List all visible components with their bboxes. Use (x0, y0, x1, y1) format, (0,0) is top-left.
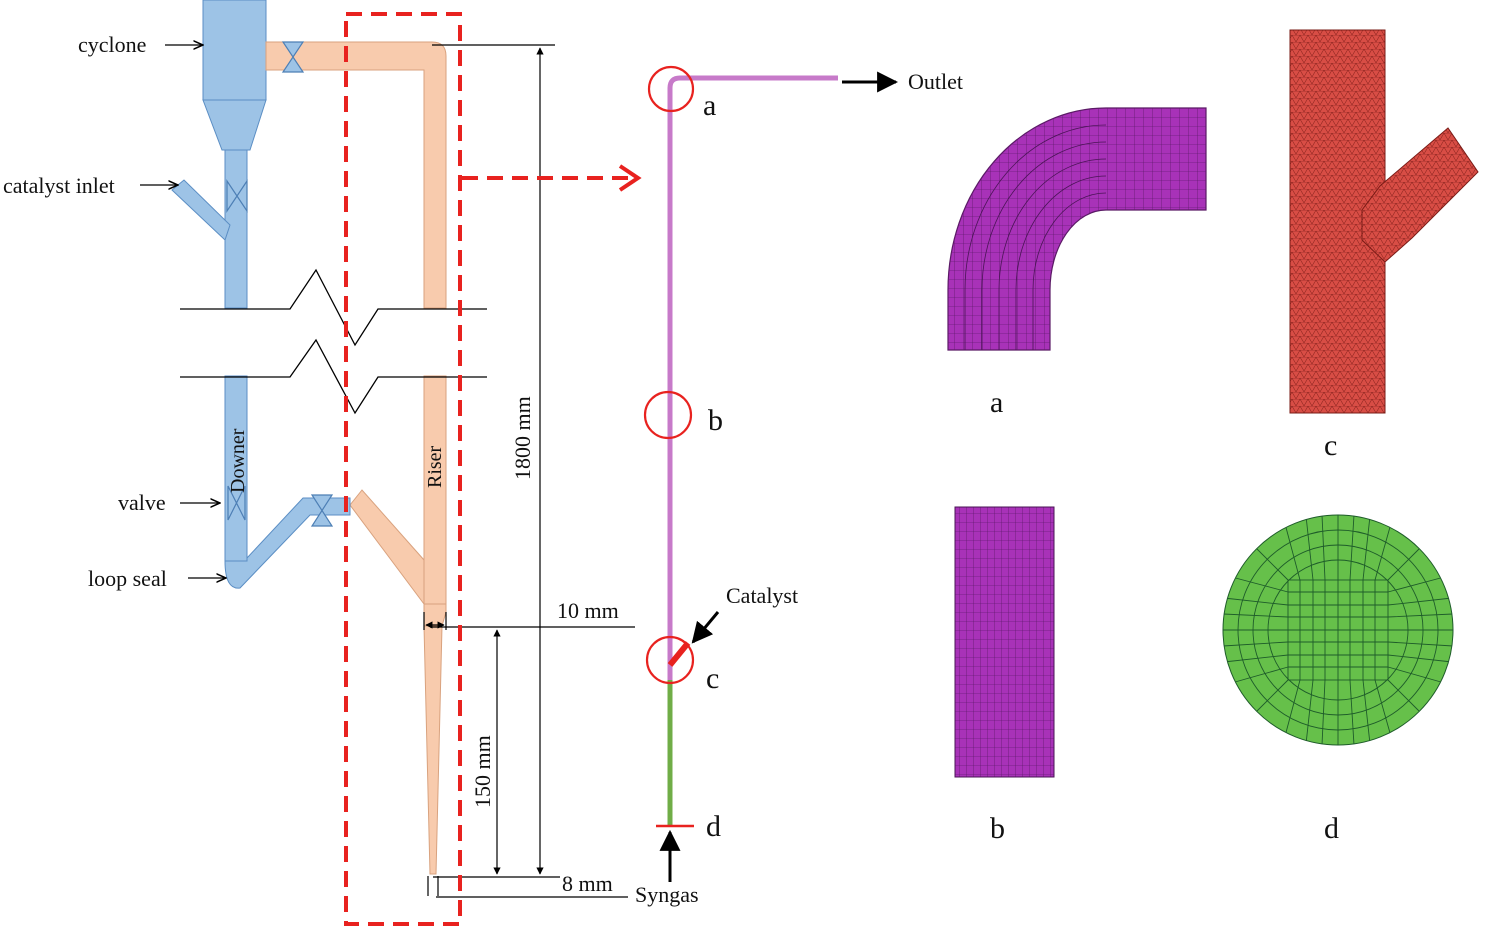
mesh-b-label: b (990, 812, 1005, 845)
marker-c-label: c (706, 662, 719, 695)
catalyst-arrow (691, 611, 720, 644)
syngas-label: Syngas (635, 882, 699, 907)
marker-c-circle (645, 635, 695, 685)
marker-d-label: d (706, 810, 721, 843)
mesh-a-label: a (990, 386, 1003, 419)
marker-a-label: a (703, 89, 716, 122)
middle-geometry: a b c d Outlet Catalyst Syngas (635, 65, 963, 907)
dim-1800-label: 1800 mm (510, 396, 535, 480)
dim-8-label: 8 mm (562, 871, 613, 896)
loop-seal-label: loop seal (88, 566, 167, 591)
marker-b-label: b (708, 404, 723, 437)
mesh-panel-d (1222, 514, 1454, 746)
cyclone-shape (171, 0, 267, 309)
break-lines (180, 268, 487, 415)
dim-150-label: 150 mm (470, 735, 495, 808)
riser-label: Riser (424, 445, 446, 488)
downer-label: Downer (227, 428, 249, 493)
mesh-panel-b (954, 506, 1055, 778)
mesh-d-label: d (1324, 812, 1339, 845)
valve-icon (226, 41, 334, 527)
selection-box (344, 12, 462, 926)
catalyst-label: Catalyst (726, 583, 798, 608)
outlet-label: Outlet (908, 69, 963, 94)
valve-label: valve (118, 490, 166, 515)
catalyst-branch (667, 641, 691, 667)
mesh-panel-a (947, 107, 1207, 351)
mesh-panel-c (1289, 29, 1479, 414)
left-schematic: Downer Riser cyclone catalyst inlet valv… (3, 0, 642, 926)
marker-a-circle (647, 65, 695, 113)
mesh-c-label: c (1324, 429, 1337, 462)
dimension-lines (423, 44, 635, 898)
simplified-riser-line (667, 75, 838, 680)
riser-pipe (265, 41, 447, 875)
cyclone-label: cyclone (78, 32, 146, 57)
marker-b-circle (643, 390, 693, 440)
dim-10-label: 10 mm (557, 598, 619, 623)
catalyst-inlet-label: catalyst inlet (3, 173, 115, 198)
